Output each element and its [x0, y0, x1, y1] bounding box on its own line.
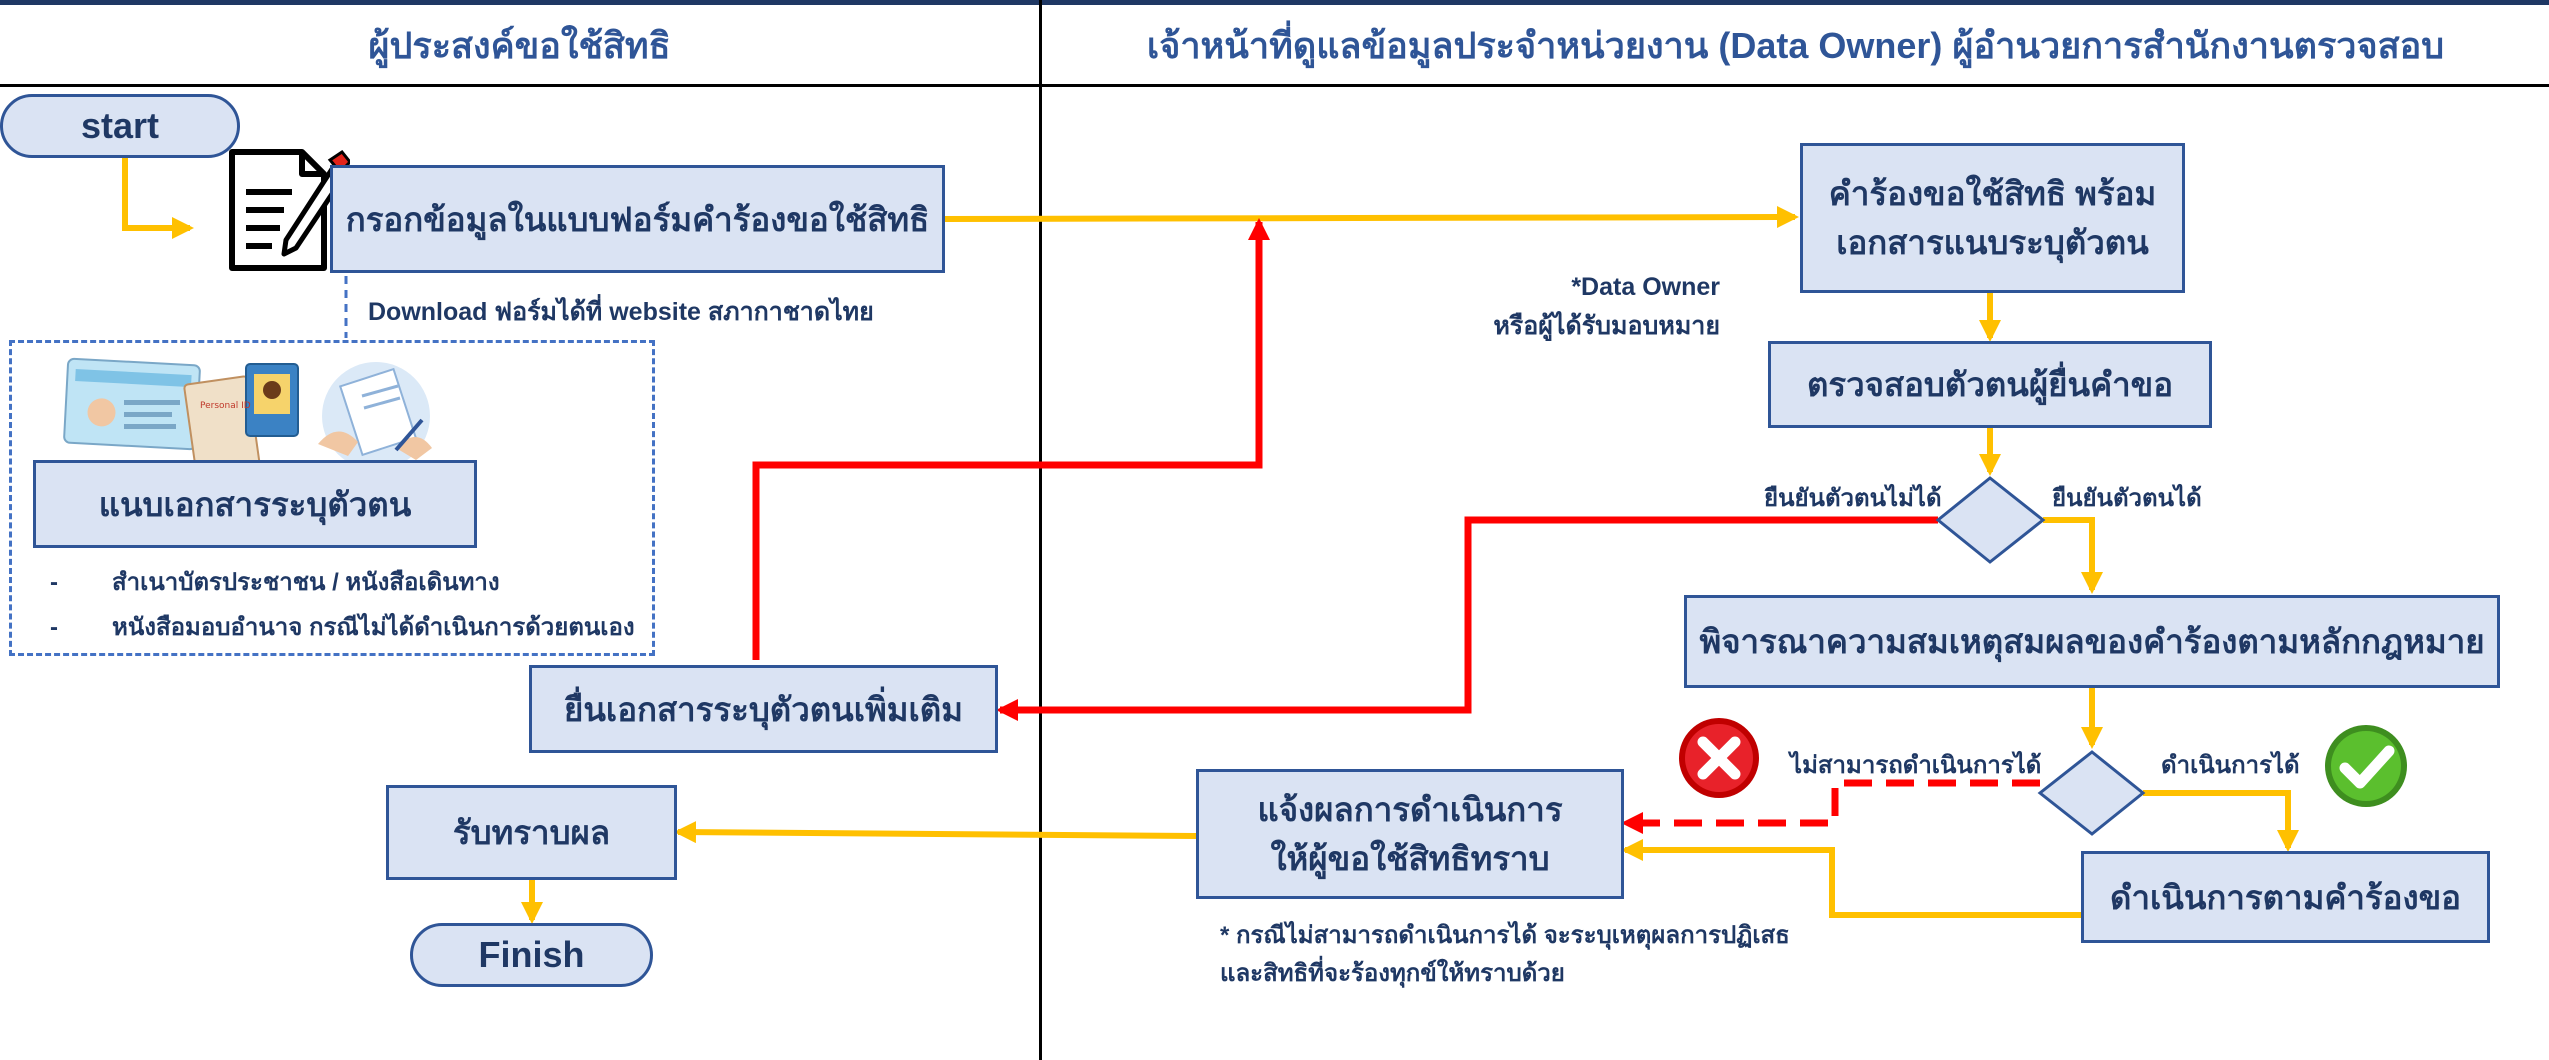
id-card-label: Personal ID — [200, 401, 251, 411]
reject-x-icon — [1679, 718, 1759, 798]
arrow-execute-to-notify — [1621, 839, 2081, 918]
signing-hand-icon — [318, 362, 432, 470]
arrow-cannot-proceed-to-notify — [1621, 779, 2040, 834]
top-bar — [0, 0, 2549, 5]
verify-decision-diamond — [1935, 476, 2046, 564]
request-received-label: คำร้องขอใช้สิทธิ พร้อม เอกสารแนบระบุตัวต… — [1828, 174, 2157, 262]
download-note: Download ฟอร์มได้ที่ website สภากาชาดไทย — [368, 298, 874, 326]
data-owner-note: *Data Owner หรือผู้ได้รับมอบหมาย — [1493, 273, 1720, 340]
approve-check-icon — [2325, 725, 2407, 807]
finish-label: Finish — [478, 934, 585, 975]
notify-box: แจ้งผลการดำเนินการ ให้ผู้ขอใช้สิทธิทราบ — [1196, 769, 1624, 899]
fill-form-label: กรอกข้อมูลในแบบฟอร์มคำร้องขอใช้สิทธิ — [345, 200, 930, 238]
acknowledge-box: รับทราบผล — [386, 785, 677, 880]
consider-label: พิจารณาความสมเหตุสมผลของคำร้องตามหลักกฎห… — [1699, 623, 2485, 660]
form-document-icon — [229, 149, 350, 271]
arrow-decision1-to-consider — [2043, 517, 2103, 594]
consider-decision-diamond — [2037, 750, 2146, 836]
verify-label: ตรวจสอบตัวตนผู้ยื่นคำขอ — [1806, 366, 2174, 403]
doc-list-text: หนังสือมอบอำนาจ กรณีไม่ได้ดำเนินการด้วยต… — [112, 614, 635, 641]
arrow-verify-fail-to-submit — [996, 516, 1938, 721]
verify-fail-label: ยืนยันตัวตนไม่ได้ — [1764, 485, 1942, 512]
attach-docs-box: แนบเอกสารระบุตัวตน — [33, 460, 477, 548]
lane-divider — [1039, 0, 1042, 1060]
arrow-start-to-form — [122, 158, 194, 239]
submit-more-label: ยื่นเอกสารระบุตัวตนเพิ่มเติม — [564, 690, 963, 728]
arrow-form-to-request — [944, 206, 1799, 229]
arrow-notify-to-acknowledge — [674, 821, 1197, 844]
execute-box: ดำเนินการตามคำร้องขอ — [2081, 851, 2490, 943]
start-terminal: start — [0, 94, 240, 158]
can-proceed-label: ดำเนินการได้ — [2161, 752, 2300, 779]
submit-more-box: ยื่นเอกสารระบุตัวตนเพิ่มเติม — [529, 665, 998, 753]
notify-label: แจ้งผลการดำเนินการ ให้ผู้ขอใช้สิทธิทราบ — [1257, 790, 1563, 878]
doc-list-dash: - — [50, 614, 58, 641]
attachment-group — [9, 340, 655, 656]
arrow-submit-to-request-line — [752, 218, 1270, 660]
left-lane-title: ผู้ประสงค์ขอใช้สิทธิ — [368, 24, 671, 66]
acknowledge-label: รับทราบผล — [452, 814, 611, 851]
start-label: start — [80, 105, 160, 146]
arrow-decision2-to-execute — [2143, 790, 2299, 852]
finish-terminal: Finish — [410, 923, 653, 987]
right-lane-title: เจ้าหน้าที่ดูแลข้อมูลประจำหน่วยงาน (Data… — [1146, 24, 2445, 66]
verify-ok-label: ยืนยันตัวตนได้ — [2052, 485, 2202, 512]
verify-box: ตรวจสอบตัวตนผู้ยื่นคำขอ — [1768, 341, 2212, 428]
request-received-box: คำร้องขอใช้สิทธิ พร้อม เอกสารแนบระบุตัวต… — [1800, 143, 2185, 293]
lane-header-divider — [0, 84, 2549, 87]
doc-list-item-1: - สำเนาบัตรประชาชน / หนังสือเดินทาง — [50, 562, 500, 601]
fill-form-box: กรอกข้อมูลในแบบฟอร์มคำร้องขอใช้สิทธิ — [330, 165, 945, 273]
doc-list-text: สำเนาบัตรประชาชน / หนังสือเดินทาง — [112, 569, 500, 596]
doc-list-dash: - — [50, 569, 58, 596]
reject-reason-note: * กรณีไม่สามารถดำเนินการได้ จะระบุเหตุผล… — [1220, 922, 1790, 988]
cannot-proceed-label: ไม่สามารถดำเนินการได้ — [1790, 752, 2042, 779]
doc-list-item-2: - หนังสือมอบอำนาจ กรณีไม่ได้ดำเนินการด้วย… — [50, 607, 635, 646]
execute-label: ดำเนินการตามคำร้องขอ — [2110, 878, 2461, 916]
attach-docs-label: แนบเอกสารระบุตัวตน — [98, 485, 412, 523]
consider-box: พิจารณาความสมเหตุสมผลของคำร้องตามหลักกฎห… — [1684, 595, 2500, 688]
id-card-icon: Personal ID — [63, 357, 299, 474]
